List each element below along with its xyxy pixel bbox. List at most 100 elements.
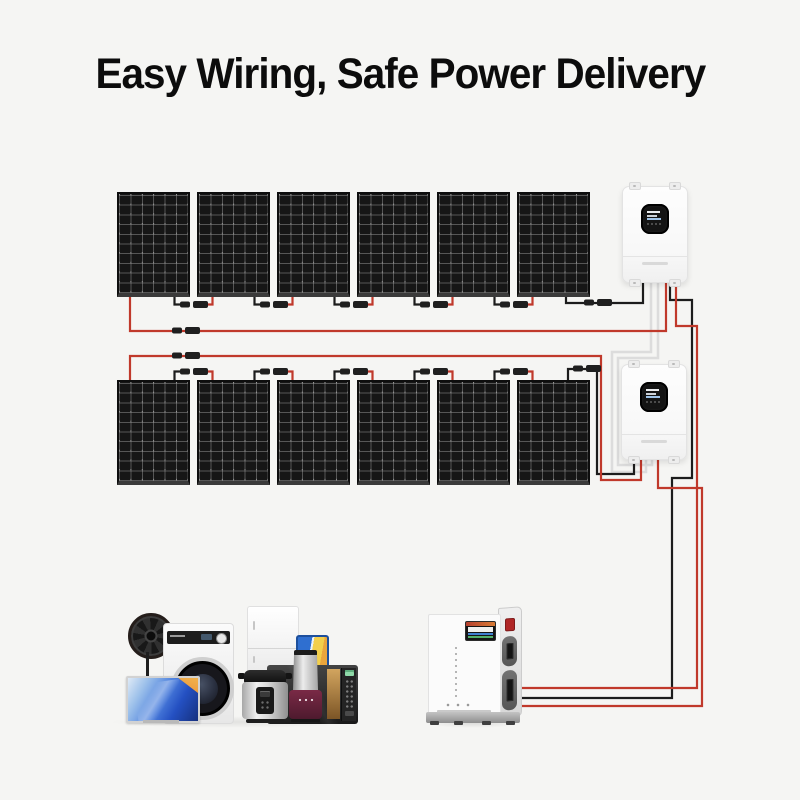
- solar-panel: [277, 192, 350, 297]
- solar-panel: [437, 192, 510, 297]
- mc4-connector: [340, 368, 350, 375]
- wire-black-row2-to-inverter2: [566, 367, 636, 476]
- mc4-connector: [340, 301, 350, 308]
- wire-white-loop: [610, 282, 653, 474]
- mount-tab: [669, 279, 681, 287]
- panel-lead-black: [413, 370, 421, 381]
- wire-white-loop: [616, 282, 660, 467]
- mc4-connector: [513, 301, 528, 308]
- mc4-connector: [193, 368, 208, 375]
- solar-panel: [197, 192, 270, 297]
- solar-panel: [357, 192, 430, 297]
- battery-port-1: [502, 635, 517, 667]
- mc4-connector: [172, 327, 182, 334]
- battery-front-panel: [428, 614, 501, 718]
- battery-base: [426, 712, 520, 725]
- wire-red-inverter1-to-battery: [508, 282, 699, 690]
- panel-lead-black: [173, 296, 181, 306]
- mc4-connector: [172, 352, 182, 359]
- inverter-brand-mark: [642, 262, 668, 265]
- mount-tab: [668, 360, 680, 368]
- mc4-connector: [584, 299, 594, 306]
- wire-red-inverter2-to-battery: [508, 458, 704, 708]
- mc4-connector: [260, 368, 270, 375]
- mc4-connector: [180, 301, 190, 308]
- panel-lead-black: [413, 296, 421, 306]
- mount-tab: [629, 182, 641, 190]
- solar-panel: [117, 192, 190, 297]
- solar-panel: [117, 380, 190, 485]
- inverter-seam: [623, 256, 687, 257]
- panel-lead-black: [333, 370, 341, 381]
- panel-lead-black: [493, 296, 501, 306]
- pressure-cooker: [238, 670, 292, 723]
- panel-lead-red: [446, 370, 454, 381]
- mc4-connector: [573, 365, 583, 372]
- inverter-display: [640, 382, 668, 412]
- panel-lead-red: [366, 296, 374, 306]
- mc4-connector: [260, 301, 270, 308]
- panel-lead-red: [206, 370, 214, 381]
- mc4-connector: [353, 368, 368, 375]
- panel-lead-black: [173, 370, 181, 381]
- panel-lead-red: [526, 370, 534, 381]
- solar-panel: [277, 380, 350, 485]
- solar-panel: [517, 380, 590, 485]
- panel-lead-red: [366, 370, 374, 381]
- wire-black-inverter1-to-battery: [508, 282, 694, 700]
- solar-panel: [197, 380, 270, 485]
- wire-red-row1-to-inverter1: [128, 282, 668, 333]
- mc4-connector: [597, 299, 612, 306]
- panel-lead-black: [333, 296, 341, 306]
- panel-lead-black: [253, 296, 261, 306]
- mc4-connector: [433, 301, 448, 308]
- mc4-connector: [273, 301, 288, 308]
- mc4-connector: [420, 368, 430, 375]
- inverter-2: [621, 360, 687, 464]
- battery-storage: [424, 606, 524, 730]
- battery-display: [465, 621, 496, 641]
- page-title: Easy Wiring, Safe Power Delivery: [0, 50, 800, 99]
- blender: [287, 650, 324, 723]
- mc4-connector: [420, 301, 430, 308]
- wire-red-row2-to-inverter2: [128, 354, 643, 482]
- mc4-connector: [273, 368, 288, 375]
- solar-panel: [437, 380, 510, 485]
- panel-lead-black: [493, 370, 501, 381]
- mount-tab: [669, 182, 681, 190]
- mc4-connector: [185, 327, 200, 334]
- mc4-connector: [433, 368, 448, 375]
- mc4-connector: [353, 301, 368, 308]
- mc4-connector: [586, 365, 601, 372]
- mc4-connector: [513, 368, 528, 375]
- inverter-seam: [622, 434, 686, 435]
- mount-tab: [628, 456, 640, 464]
- inverter-1: [622, 182, 688, 287]
- panel-lead-red: [206, 296, 214, 306]
- mount-tab: [629, 279, 641, 287]
- television-stand: [143, 720, 179, 723]
- battery-indicator-dots: [443, 703, 473, 707]
- battery-label-text: [437, 710, 491, 713]
- battery-shadow: [424, 718, 522, 728]
- battery-port-2: [502, 669, 517, 711]
- inverter-brand-mark: [641, 440, 667, 443]
- mc4-connector: [500, 301, 510, 308]
- mc4-connector: [500, 368, 510, 375]
- inverter-display: [641, 204, 669, 234]
- panel-lead-red: [286, 296, 294, 306]
- battery-power-switch: [505, 617, 515, 632]
- mc4-connector: [193, 301, 208, 308]
- panel-lead-red: [446, 296, 454, 306]
- solar-panel: [517, 192, 590, 297]
- panel-lead-red: [286, 370, 294, 381]
- battery-side-panel: [498, 606, 522, 718]
- solar-panel: [357, 380, 430, 485]
- television: [126, 676, 200, 723]
- mc4-connector: [180, 368, 190, 375]
- mount-tab: [668, 456, 680, 464]
- panel-lead-black: [253, 370, 261, 381]
- battery-vent-dots: [455, 647, 457, 699]
